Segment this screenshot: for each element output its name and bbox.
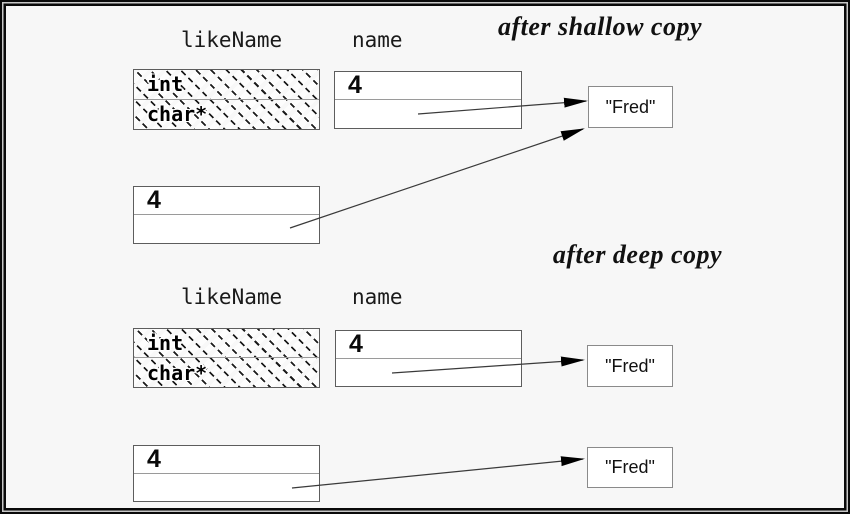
struct-row-int: int — [134, 70, 319, 100]
string-literal: "Fred" — [605, 355, 655, 376]
arrow-shallow-copy-to-fred — [289, 128, 585, 229]
name-label-shallow: name — [352, 28, 403, 52]
shallow-copy-title: after shallow copy — [498, 12, 702, 41]
int-value-cell: 4 — [335, 72, 521, 100]
pointer-cell — [336, 359, 521, 387]
string-literal-box-original: "Fred" — [587, 345, 673, 387]
string-literal: "Fred" — [605, 96, 656, 117]
copy-variable-box-shallow: 4 — [133, 186, 320, 244]
name-variable-box-shallow: 4 — [334, 71, 522, 129]
pointer-cell — [134, 215, 319, 243]
string-literal: "Fred" — [605, 457, 655, 477]
copy-variable-box-deep: 4 — [133, 445, 320, 502]
pointer-cell — [134, 474, 319, 502]
string-literal-box-shared: "Fred" — [588, 86, 673, 128]
struct-definition-box-shallow: int char* — [133, 69, 320, 130]
name-variable-box-deep: 4 — [335, 330, 522, 387]
int-value: 4 — [349, 331, 363, 358]
struct-definition-box-deep: int char* — [133, 328, 320, 388]
int-value-cell: 4 — [336, 331, 521, 359]
arrow-deep-copy-to-fred — [291, 456, 585, 489]
struct-row-int: int — [134, 329, 319, 358]
charptr-field-label: char* — [147, 102, 208, 127]
string-literal-box-duplicate: "Fred" — [587, 447, 673, 488]
int-value: 4 — [348, 72, 362, 99]
int-value-cell: 4 — [134, 187, 319, 215]
struct-row-charptr: char* — [134, 100, 319, 130]
name-label-deep: name — [352, 285, 403, 309]
int-value: 4 — [147, 446, 161, 473]
int-field-label: int — [147, 72, 184, 97]
likename-label-shallow: likeName — [181, 28, 283, 52]
struct-row-charptr: char* — [134, 358, 319, 387]
charptr-field-label: char* — [147, 360, 208, 385]
deep-copy-title: after deep copy — [552, 240, 723, 269]
int-value-cell: 4 — [134, 446, 319, 474]
likename-label-deep: likeName — [181, 285, 283, 309]
pointer-cell — [335, 100, 521, 128]
int-field-label: int — [147, 331, 184, 355]
int-value: 4 — [147, 187, 161, 214]
